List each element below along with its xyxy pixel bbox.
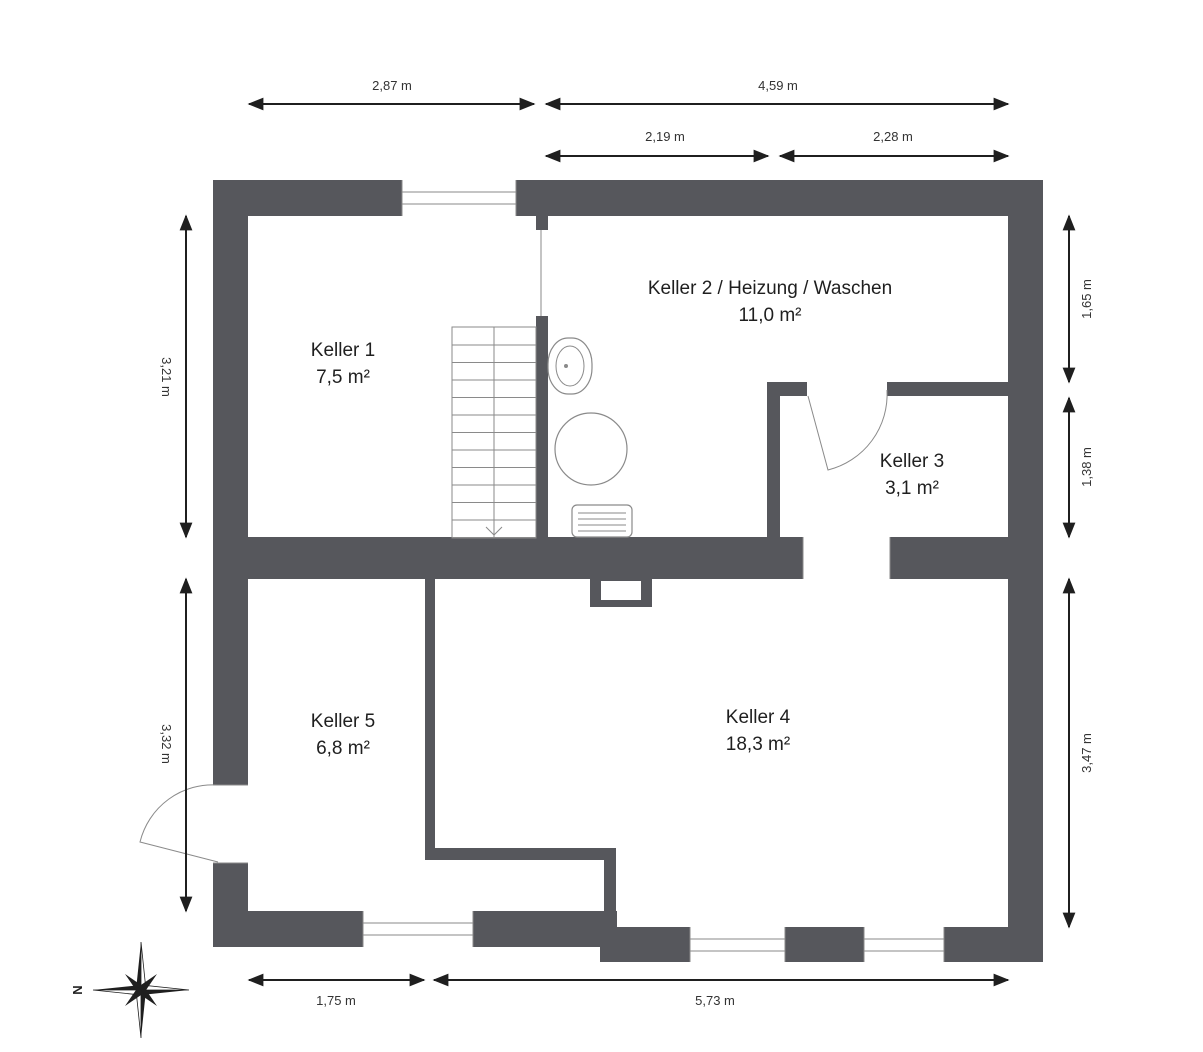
radiator-icon: [571, 504, 633, 538]
room-labels: Keller 1 7,5 m² Keller 2 / Heizung / Was…: [311, 278, 944, 759]
k3-wall-top-left: [767, 382, 807, 396]
room-name-keller-2: Keller 2 / Heizung / Waschen: [648, 278, 892, 299]
outer-wall-top: [213, 180, 1043, 216]
fixtures: [547, 337, 633, 538]
window-bottom-k4-left: [690, 927, 785, 962]
sink-icon: [547, 337, 593, 395]
middle-wall-right: [890, 537, 1043, 579]
door-k3-swing: [807, 389, 888, 471]
k4-wall-step: [604, 848, 616, 913]
dimension-lines: 2,87 m 4,59 m 2,19 m 2,28 m 3,21 m 3,32 …: [159, 78, 1094, 1008]
dim-label-top-sub-left: 2,19 m: [645, 129, 685, 144]
staircase: [451, 326, 537, 539]
dim-label-right-lower: 3,47 m: [1079, 733, 1094, 773]
outer-wall-bottom-right: [600, 927, 1043, 962]
room-area-keller-3: 3,1 m²: [885, 478, 939, 499]
dim-label-right-upper: 1,65 m: [1079, 279, 1094, 319]
doors: [139, 230, 888, 863]
middle-wall-left: [213, 537, 803, 579]
dim-label-left-lower: 3,32 m: [159, 724, 174, 764]
door-k5-swing: [139, 784, 219, 863]
k5-wall-bottom: [425, 848, 615, 860]
k3-wall-left: [767, 382, 780, 540]
room-area-keller-1: 7,5 m²: [316, 367, 370, 388]
divider-wall-k1-k2: [536, 316, 548, 538]
divider-wall-top: [536, 216, 548, 230]
room-name-keller-4: Keller 4: [726, 707, 791, 728]
window-bottom-k5: [363, 911, 473, 947]
room-name-keller-1: Keller 1: [311, 340, 375, 361]
room-name-keller-5: Keller 5: [311, 711, 375, 732]
k3-wall-top-right: [887, 382, 1011, 396]
room-name-keller-3: Keller 3: [880, 451, 944, 472]
room-area-keller-4: 18,3 m²: [726, 734, 790, 755]
windows: [213, 180, 945, 962]
outer-wall-bottom-step: [600, 911, 617, 962]
dim-label-top-left: 2,87 m: [372, 78, 412, 93]
k5-wall-right: [425, 577, 435, 860]
window-bottom-k4-right: [864, 927, 944, 962]
chimney-opening: [601, 581, 641, 600]
compass-rose-icon: N: [70, 941, 190, 1039]
dim-label-bottom-right: 5,73 m: [695, 993, 735, 1008]
dim-label-top-right: 4,59 m: [758, 78, 798, 93]
walls: [213, 180, 1043, 962]
dim-label-top-sub-right: 2,28 m: [873, 129, 913, 144]
room-area-keller-5: 6,8 m²: [316, 738, 370, 759]
dim-label-bottom-left: 1,75 m: [316, 993, 356, 1008]
dim-label-right-middle: 1,38 m: [1079, 447, 1094, 487]
window-top: [402, 180, 516, 216]
compass-north-label: N: [70, 985, 85, 994]
dim-label-left-upper: 3,21 m: [159, 357, 174, 397]
door-opening-left: [213, 785, 248, 863]
boiler-icon: [554, 412, 628, 486]
room-area-keller-2: 11,0 m²: [738, 305, 801, 326]
